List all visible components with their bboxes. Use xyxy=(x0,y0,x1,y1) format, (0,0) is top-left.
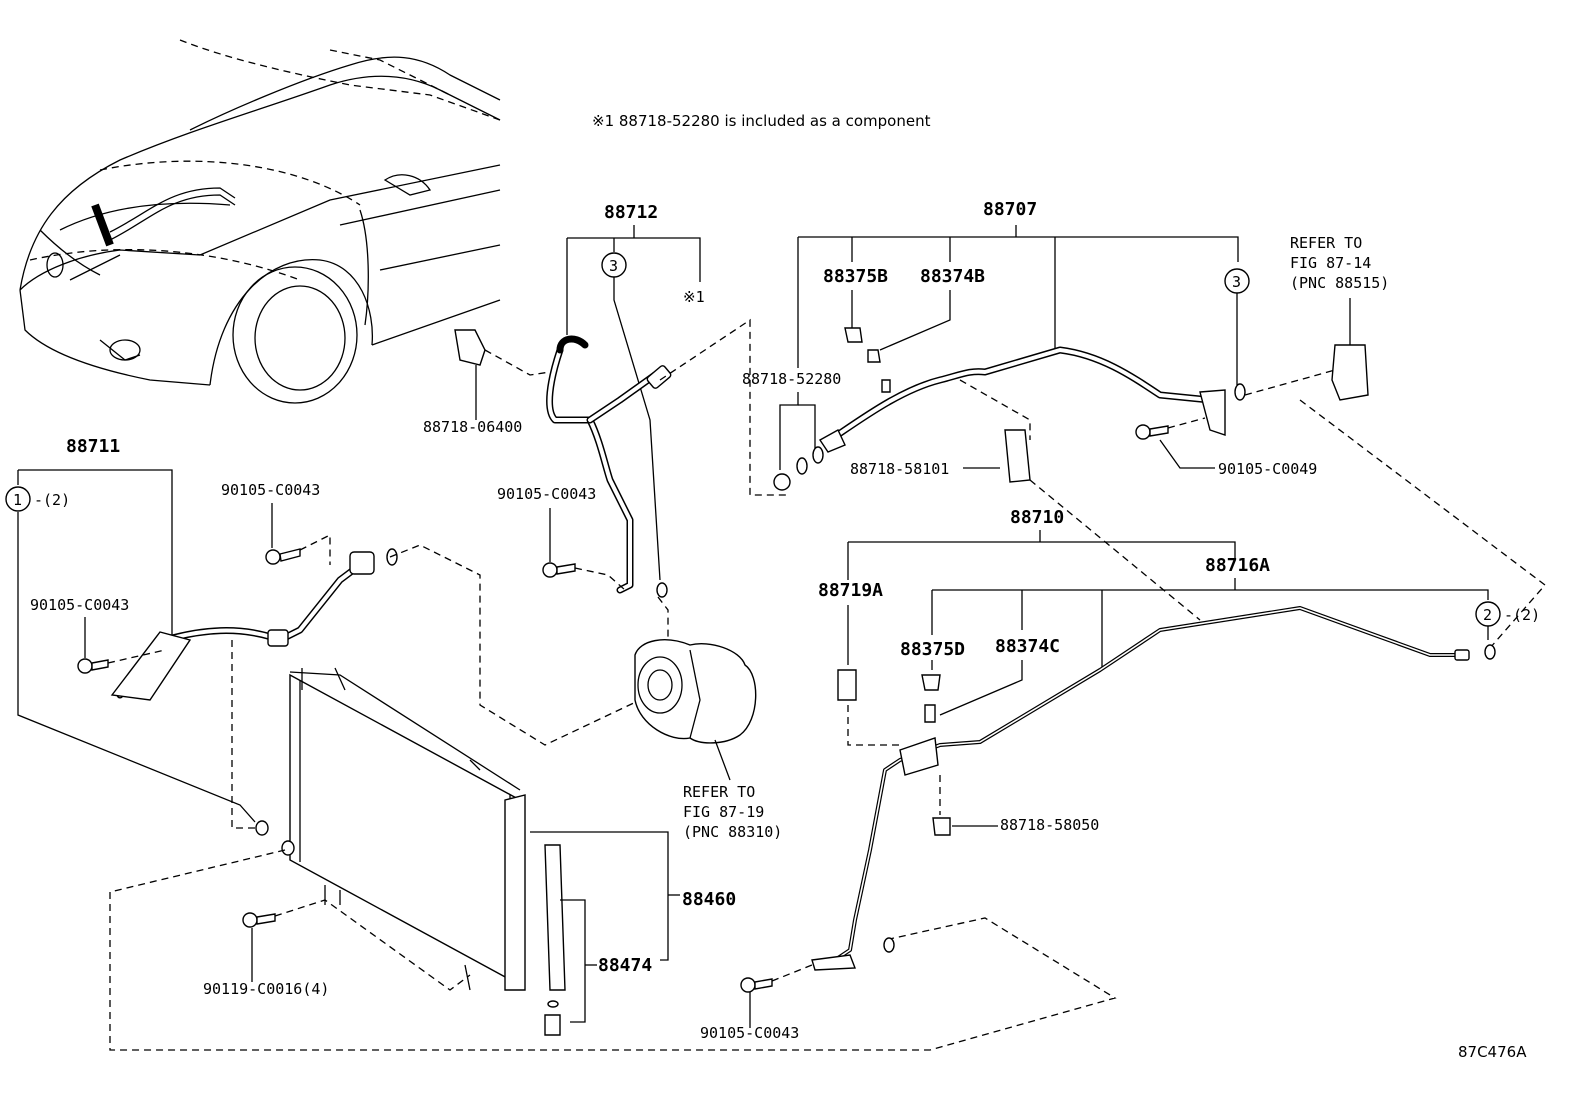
callout-1-qty: -(2) xyxy=(34,491,70,509)
part-88716A-label: 88716A xyxy=(1205,555,1270,576)
part-90119-C0016-label: 90119-C0016(4) xyxy=(203,980,329,998)
part-88374C-label: 88374C xyxy=(995,636,1060,657)
part-88374B-label: 88374B xyxy=(920,266,985,287)
group-88707: 88707 88375B 88374B 3 88718-52280 88718-… xyxy=(742,199,1546,649)
part-90105-C0043-b-label: 90105-C0043 xyxy=(30,596,129,614)
part-88460-label: 88460 xyxy=(682,889,736,910)
ref-2-line-3: (PNC 88310) xyxy=(683,823,782,841)
part-88712-label: 88712 xyxy=(604,202,658,223)
callout-1 xyxy=(5,486,31,512)
part-90105-C0049-label: 90105-C0049 xyxy=(1218,460,1317,478)
ref-1-line-2: FIG 87-14 xyxy=(1290,254,1371,272)
ref-1-line-3: (PNC 88515) xyxy=(1290,274,1389,292)
vehicle-outline xyxy=(19,39,501,404)
callout-2-qty: -(2) xyxy=(1504,606,1540,624)
ref-1-line-1: REFER TO xyxy=(1290,234,1362,252)
group-88712: 88712 3 ※1 88718-06400 90105-C0043 xyxy=(423,202,790,680)
part-88718-52280-label: 88718-52280 xyxy=(742,370,841,388)
part-88718-58050-label: 88718-58050 xyxy=(1000,816,1099,834)
callout-2-label: 2 xyxy=(1483,606,1492,624)
part-88375D-label: 88375D xyxy=(900,639,965,660)
diagram-code: 87C476A xyxy=(1458,1043,1527,1061)
group-88710: 88710 88716A 88719A 88375D 88374C 2 -(2) xyxy=(700,507,1540,1042)
part-90105-C0043-c-label: 90105-C0043 xyxy=(497,485,596,503)
part-88718-58101-label: 88718-58101 xyxy=(850,460,949,478)
callout-3-a-label: 3 xyxy=(609,257,618,275)
part-88375B-label: 88375B xyxy=(823,266,888,287)
ref-2-line-2: FIG 87-19 xyxy=(683,803,764,821)
condenser-assembly: 88460 88474 90119-C0016(4) xyxy=(109,544,1117,1051)
part-88710-label: 88710 xyxy=(1010,507,1064,528)
group-88711: 88711 1 -(2) 90105-C0043 90105-C0043 xyxy=(5,436,398,823)
part-88711-label: 88711 xyxy=(66,436,120,457)
part-88718-06400-label: 88718-06400 xyxy=(423,418,522,436)
ref-2-line-1: REFER TO xyxy=(683,783,755,801)
part-88719A-label: 88719A xyxy=(818,580,883,601)
ref-1-label: ※1 xyxy=(683,288,705,306)
part-88707-label: 88707 xyxy=(983,199,1037,220)
part-90105-C0043-d-label: 90105-C0043 xyxy=(700,1024,799,1042)
callout-1-label: 1 xyxy=(13,491,22,509)
callout-3-b-label: 3 xyxy=(1232,273,1241,291)
part-88474-label: 88474 xyxy=(598,955,652,976)
compressor: REFER TO FIG 87-19 (PNC 88310) xyxy=(634,639,782,841)
component-note: ※1 88718-52280 is included as a componen… xyxy=(592,112,931,130)
part-90105-C0043-a-label: 90105-C0043 xyxy=(221,481,320,499)
